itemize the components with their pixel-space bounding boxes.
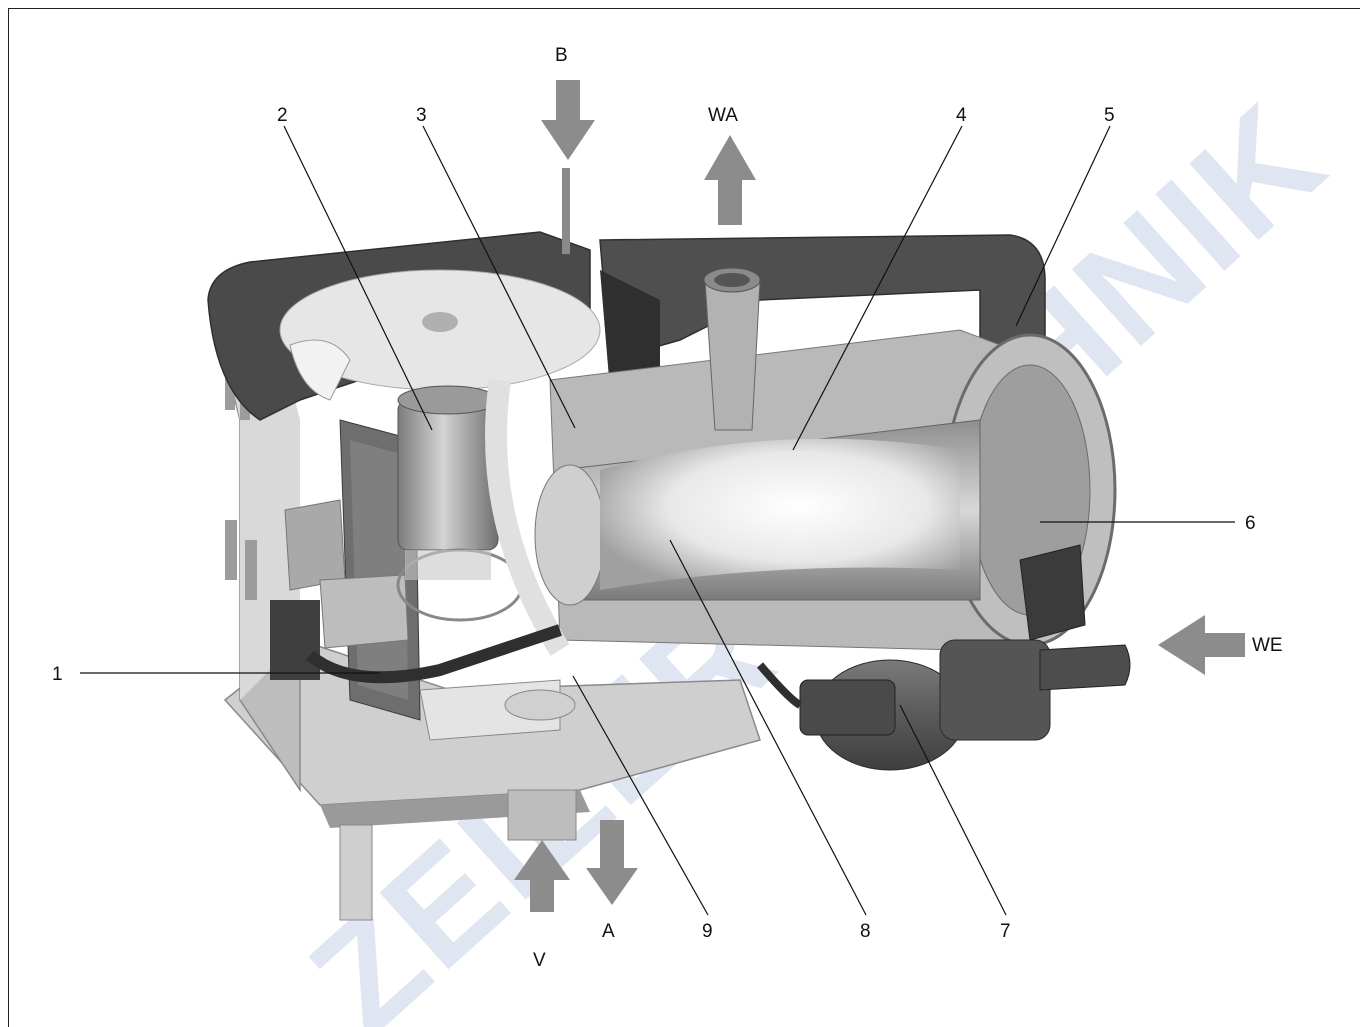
figure-frame — [8, 8, 1360, 1027]
plug-block — [284, 499, 346, 591]
label-7: 7 — [1000, 921, 1011, 942]
fuel-line — [562, 168, 570, 254]
heater-body — [207, 231, 1117, 921]
label-5: 5 — [1104, 105, 1115, 126]
housing-ring — [485, 378, 570, 656]
label-wa: WA — [708, 105, 738, 126]
label-v: V — [533, 950, 546, 971]
leader-7 — [899, 704, 1007, 916]
label-9: 9 — [702, 921, 713, 942]
label-1: 1 — [52, 664, 63, 685]
leader-4 — [792, 125, 963, 451]
leader-lines — [80, 125, 1235, 916]
blower-fan — [279, 269, 601, 401]
leader-8 — [669, 539, 867, 916]
label-2: 2 — [277, 105, 288, 126]
air-hose — [306, 624, 562, 684]
label-4: 4 — [956, 105, 967, 126]
blower-motor — [396, 385, 524, 622]
arrow-v-combustion-air — [514, 840, 570, 912]
label-a: A — [602, 921, 615, 942]
arrow-wa-water-out — [704, 135, 756, 225]
combustion-tube — [534, 419, 981, 606]
leader-9 — [572, 675, 709, 916]
leader-2 — [283, 125, 433, 431]
label-8: 8 — [860, 921, 871, 942]
arrow-b-combustion-fuel — [541, 80, 595, 160]
exhaust-pipe — [703, 267, 761, 431]
label-3: 3 — [416, 105, 427, 126]
label-we: WE — [1252, 635, 1283, 656]
label-6: 6 — [1245, 513, 1256, 534]
leader-5 — [1015, 125, 1111, 327]
exhaust-stub — [507, 789, 577, 841]
water-inlet-pipe — [1039, 644, 1131, 691]
label-b: B — [555, 45, 568, 66]
arrow-we-water-in — [1158, 615, 1245, 675]
arrow-a-exhaust — [586, 820, 638, 905]
combustion-air-stub — [339, 824, 373, 921]
circulation-pump — [756, 639, 1131, 771]
flow-arrows — [514, 80, 1245, 912]
callout-labels: 1 2 3 4 5 6 7 8 9 B WA WE V A — [52, 45, 1283, 971]
leader-3 — [422, 125, 576, 429]
